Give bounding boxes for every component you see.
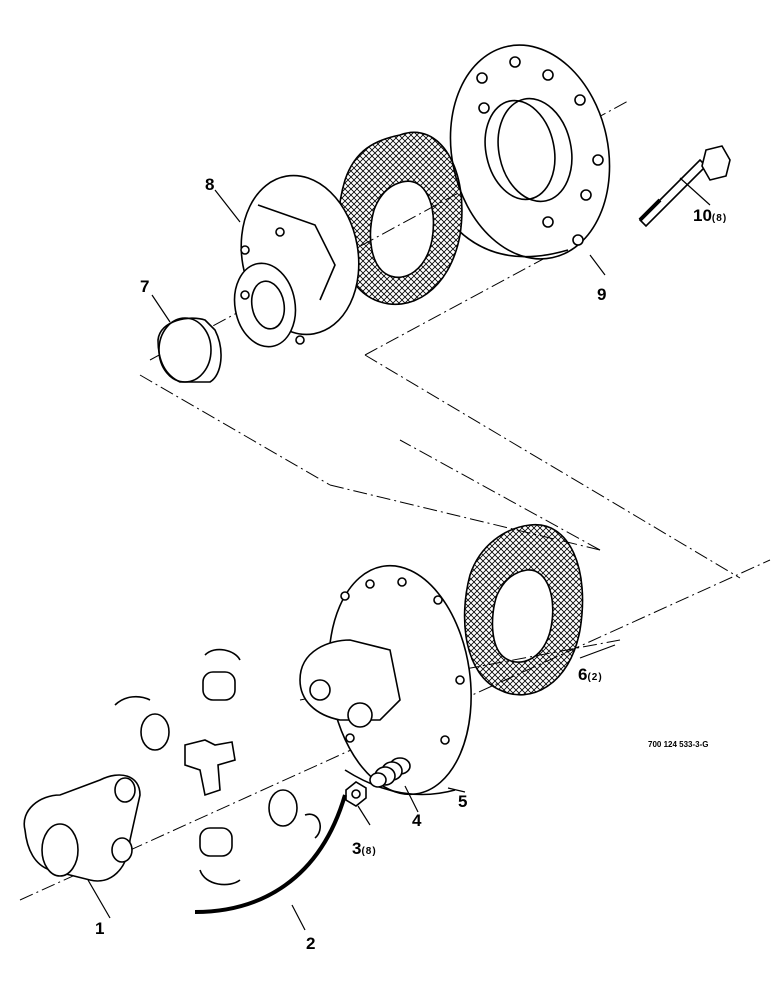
callout-3-label: 3 — [352, 839, 362, 858]
callout-6-qty: (2) — [587, 672, 603, 683]
callout-3-qty: (8) — [361, 846, 377, 857]
leader-10 — [679, 177, 711, 206]
part-9-plate — [449, 44, 611, 260]
callout-6-label: 6 — [578, 665, 588, 684]
friction-disc-lower — [463, 524, 584, 696]
leader-5 — [447, 787, 466, 793]
callout-5-label: 5 — [458, 792, 468, 811]
leader-8 — [214, 189, 241, 223]
leader-1 — [87, 879, 111, 919]
callout-8: 8 — [205, 176, 214, 193]
callout-1: 1 — [95, 920, 104, 937]
callout-5: 5 — [458, 793, 467, 810]
callout-2-label: 2 — [306, 934, 316, 953]
drawing-reference-number: 700 124 533-3-G — [648, 740, 709, 749]
callout-9-label: 9 — [597, 285, 607, 304]
callout-8-label: 8 — [205, 175, 215, 194]
leader-6 — [579, 644, 616, 659]
leader-7 — [151, 294, 171, 323]
part-3-nut — [345, 781, 367, 807]
callout-10: 10(8) — [693, 207, 727, 224]
callout-7: 7 — [140, 278, 149, 295]
leader-lines — [87, 177, 711, 931]
callout-7-label: 7 — [140, 277, 150, 296]
part-2-cross-kit — [114, 648, 347, 914]
friction-disc-upper — [337, 131, 463, 306]
leader-9 — [589, 254, 606, 276]
callout-3: 3(8) — [352, 840, 377, 857]
callout-4-label: 4 — [412, 811, 422, 830]
callout-10-qty: (8) — [711, 213, 728, 224]
callout-4: 4 — [412, 812, 421, 829]
part-1-yoke — [23, 774, 141, 882]
leader-4 — [404, 785, 419, 813]
part-4-spring — [369, 757, 411, 788]
leader-2 — [291, 904, 306, 931]
callout-10-label: 10 — [693, 206, 712, 225]
part-7-ring — [157, 317, 222, 383]
part-10-bolt — [638, 145, 731, 228]
callout-2: 2 — [306, 935, 315, 952]
callout-1-label: 1 — [95, 919, 105, 938]
callout-9: 9 — [597, 286, 606, 303]
part-8-flange-hub — [233, 174, 360, 348]
leader-3 — [357, 805, 371, 826]
part-5-flange-yoke — [299, 564, 472, 796]
callout-6: 6(2) — [578, 666, 603, 683]
